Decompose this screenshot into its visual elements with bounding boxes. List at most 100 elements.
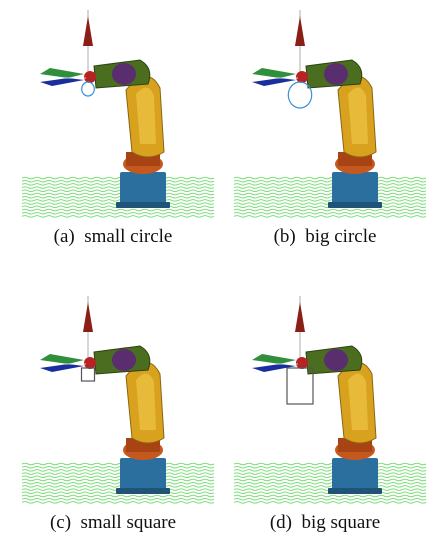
robot-arm-highlight	[348, 87, 368, 144]
robot-base	[120, 458, 166, 492]
floor-grid	[21, 462, 215, 504]
floor-grid-line	[233, 189, 427, 193]
robot-group	[21, 10, 215, 218]
robot-wrist-joint	[296, 71, 308, 83]
robot-base-plate	[328, 488, 382, 494]
robot-scene	[21, 296, 215, 504]
trajectory-circle	[81, 81, 95, 97]
gripper-bottom-icon	[40, 78, 84, 86]
floor-grid-line	[233, 211, 427, 215]
robot-wrist-joint	[296, 357, 308, 369]
robot-wrist-joint	[84, 71, 96, 83]
floor-grid-line	[233, 179, 427, 183]
robot-base	[120, 172, 166, 206]
floor-grid-line	[21, 208, 215, 212]
panel-caption: (a) small circle	[53, 226, 173, 247]
floor-grid-line	[21, 497, 215, 501]
trajectory-square	[286, 367, 314, 405]
floor-grid-line	[21, 485, 215, 488]
robot-elbow-joint	[112, 349, 136, 371]
floor-grid-line	[233, 208, 427, 212]
floor-grid	[233, 176, 427, 218]
floor-grid-line	[233, 195, 427, 199]
robot-arm-highlight	[136, 87, 156, 144]
robot-scene	[233, 10, 427, 218]
axis-arrow-icon	[295, 302, 305, 332]
floor-grid-line	[233, 192, 427, 196]
floor-grid	[21, 176, 215, 218]
robot-arm-highlight	[348, 373, 368, 430]
floor-grid-line	[233, 199, 427, 202]
gripper-top-icon	[40, 68, 84, 78]
panel-big-square: (d) big square	[220, 282, 430, 547]
floor-grid-line	[233, 481, 427, 485]
axis-arrow-icon	[83, 302, 93, 332]
robot-elbow-joint	[112, 63, 136, 85]
panel-caption: (b) big circle	[273, 226, 377, 247]
trajectory-square	[80, 367, 96, 382]
floor-grid-line	[21, 478, 215, 482]
gripper-top-icon	[40, 354, 84, 364]
floor-grid-line	[233, 462, 427, 466]
floor-grid-line	[233, 501, 427, 504]
floor-grid-line	[21, 195, 215, 199]
robot-arm-highlight	[136, 373, 156, 430]
floor-grid-line	[21, 494, 215, 498]
floor-grid-line	[233, 494, 427, 498]
floor-grid-line	[21, 465, 215, 469]
robot-base-plate	[116, 488, 170, 494]
floor-grid-line	[233, 475, 427, 479]
robot-scene	[233, 296, 427, 504]
floor-grid-line	[233, 472, 427, 475]
floor-grid-line	[21, 462, 215, 466]
robot-group	[233, 296, 427, 504]
robot-base-plate	[116, 202, 170, 208]
floor-grid-line	[21, 176, 215, 180]
gripper-top-icon	[252, 354, 296, 364]
floor-grid-line	[233, 485, 427, 488]
floor-grid-line	[21, 189, 215, 193]
floor-grid-line	[21, 199, 215, 202]
floor-grid-line	[233, 469, 427, 472]
axis-arrow-icon	[83, 16, 93, 46]
floor-grid-line	[21, 472, 215, 475]
floor-grid-line	[21, 475, 215, 479]
floor-grid-line	[233, 478, 427, 482]
floor-grid-line	[21, 186, 215, 189]
gripper-bottom-icon	[40, 364, 84, 372]
floor-grid-line	[21, 192, 215, 196]
panel-small-square: (c) small square	[8, 282, 218, 547]
floor-grid-line	[233, 183, 427, 186]
trajectory-circle	[287, 81, 313, 109]
floor-grid-line	[233, 176, 427, 180]
gripper-top-icon	[252, 68, 296, 78]
floor-grid-line	[233, 186, 427, 189]
floor-grid-line	[21, 179, 215, 183]
floor-grid-line	[21, 469, 215, 472]
floor-grid-line	[233, 497, 427, 501]
gripper-bottom-icon	[252, 364, 296, 372]
robot-group	[233, 10, 427, 218]
robot-elbow-joint	[324, 63, 348, 85]
robot-base	[332, 172, 378, 206]
floor-grid-line	[233, 465, 427, 469]
robot-scene	[21, 10, 215, 218]
floor-grid-line	[21, 215, 215, 218]
panel-caption: (d) big square	[269, 512, 381, 533]
panel-big-circle: (b) big circle	[220, 2, 430, 267]
axis-arrow-icon	[295, 16, 305, 46]
floor-grid-line	[21, 481, 215, 485]
panel-caption: (c) small square	[49, 512, 177, 533]
floor-grid-line	[21, 501, 215, 504]
floor-grid	[233, 462, 427, 504]
floor-grid-line	[233, 215, 427, 218]
robot-base-plate	[328, 202, 382, 208]
floor-grid-line	[21, 183, 215, 186]
panel-small-circle: (a) small circle	[8, 2, 218, 267]
gripper-bottom-icon	[252, 78, 296, 86]
robot-wrist-joint	[84, 357, 96, 369]
robot-base	[332, 458, 378, 492]
floor-grid-line	[21, 211, 215, 215]
robot-group	[21, 296, 215, 504]
robot-elbow-joint	[324, 349, 348, 371]
